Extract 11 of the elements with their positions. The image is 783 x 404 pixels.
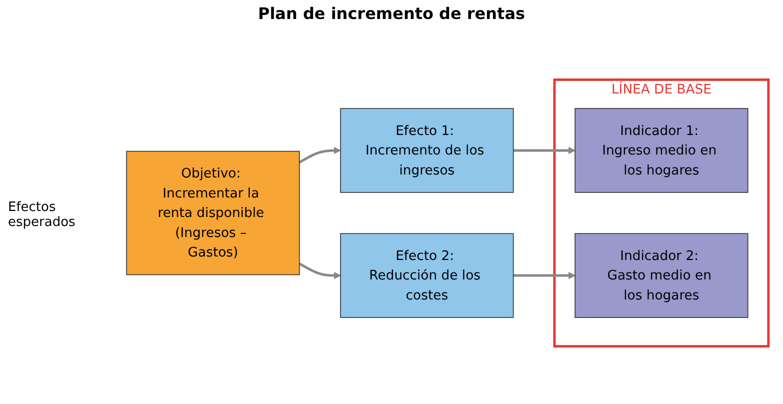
node-box: Indicador 2: Gasto medio en los hogares — [574, 233, 748, 318]
node-box: Objetivo: Incrementar la renta disponible (Ingresos – Gastos) — [126, 150, 300, 276]
node-box: Efecto 2: Reducción de los costes — [340, 233, 514, 318]
node-box: Indicador 1: Ingreso medio en los hogares — [574, 108, 748, 193]
node-box: Efecto 1: Incremento de los ingresos — [340, 108, 514, 193]
arrow — [513, 146, 576, 154]
note-text: Efectos esperados — [8, 200, 76, 230]
diagram-title: Plan de incremento de rentas — [256, 4, 526, 23]
arrow — [298, 262, 341, 280]
arrow — [298, 146, 341, 164]
arrow — [513, 272, 576, 280]
